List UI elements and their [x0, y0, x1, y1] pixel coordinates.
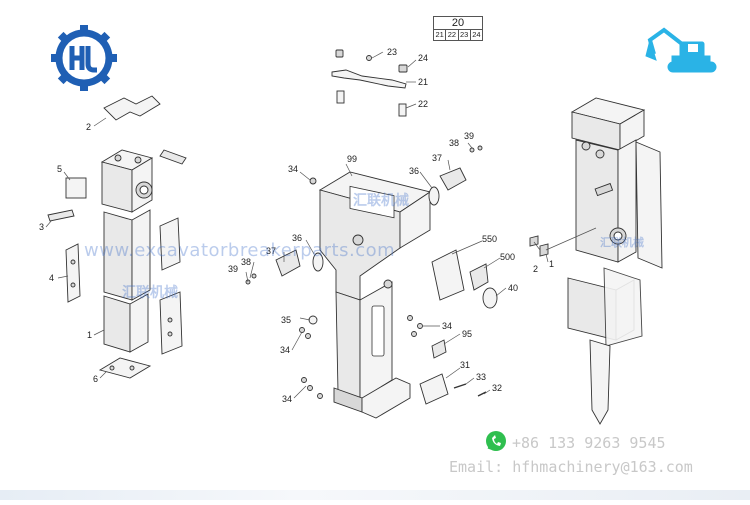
company-logo-icon — [51, 25, 117, 91]
part-ring — [312, 252, 324, 272]
seal-kit-group — [331, 49, 417, 117]
callout-3: 3 — [39, 222, 44, 232]
watermark-brand: 汇联机械 — [122, 285, 178, 301]
callout-38: 38 — [241, 257, 251, 267]
center-bracket-assembly — [245, 142, 507, 419]
callout-37: 37 — [266, 246, 276, 256]
watermark-brand: 汇联机械 — [600, 236, 644, 249]
part-plate — [419, 373, 449, 405]
part-chisel — [589, 339, 611, 425]
callout-4: 4 — [49, 273, 54, 283]
contact-email: Email: hfhmachinery@163.com — [449, 458, 693, 476]
part-side-plate — [159, 217, 181, 271]
watermark-url: www.excavatorbreakerparts.com — [84, 240, 396, 261]
callout-550: 550 — [482, 234, 497, 244]
part-body-front — [101, 161, 133, 213]
part-handle — [469, 263, 489, 291]
callout-36: 36 — [292, 233, 302, 243]
callout-99: 99 — [347, 154, 357, 164]
kit-sub-number: 22 — [446, 30, 459, 40]
part-plug — [335, 49, 344, 58]
part-bushing — [308, 315, 318, 325]
part-bracket-leg — [335, 291, 361, 401]
watermark-brand: 汇联机械 — [353, 193, 409, 209]
callout-500: 500 — [500, 252, 515, 262]
callout-2: 2 — [86, 122, 91, 132]
bottom-band — [0, 490, 750, 500]
callout-6: 6 — [93, 374, 98, 384]
callout-1: 1 — [549, 259, 554, 269]
callout-40: 40 — [508, 283, 518, 293]
callout-35: 35 — [281, 315, 291, 325]
part-pin — [47, 209, 75, 222]
part-bracket-small — [431, 339, 447, 359]
part-pin — [159, 149, 187, 165]
callout-39: 39 — [464, 131, 474, 141]
callout-38: 38 — [449, 138, 459, 148]
callout-34: 34 — [288, 164, 298, 174]
part-ring — [428, 186, 440, 206]
kit-sub-number: 23 — [459, 30, 471, 40]
kit-sub-number: 24 — [472, 30, 481, 39]
callout-labels: 2 5 3 4 1 6 23 24 21 22 99 39 38 37 36 3… — [39, 47, 554, 404]
part-clamp — [275, 249, 301, 277]
callout-24: 24 — [418, 53, 428, 63]
part-plug — [398, 64, 408, 73]
part-cover — [431, 249, 465, 301]
whatsapp-icon — [486, 431, 506, 451]
callout-36: 36 — [409, 166, 419, 176]
callout-32: 32 — [492, 383, 502, 393]
part-disc — [482, 287, 498, 309]
callout-1: 1 — [87, 330, 92, 340]
callout-39: 39 — [228, 264, 238, 274]
part-clamp — [439, 167, 467, 191]
part-side-plate — [635, 141, 663, 269]
part-bolt-small — [366, 55, 372, 61]
part-base-plate — [98, 357, 152, 379]
part-plate — [331, 69, 407, 89]
callout-34: 34 — [282, 394, 292, 404]
callout-2: 2 — [533, 264, 538, 274]
callout-21: 21 — [418, 77, 428, 87]
callout-5: 5 — [57, 164, 62, 174]
part-top-cover — [103, 95, 161, 121]
part-side-plate — [65, 243, 81, 303]
callout-33: 33 — [476, 372, 486, 382]
contact-phone: +86 133 9263 9545 — [512, 434, 666, 452]
callout-23: 23 — [387, 47, 397, 57]
part-bolt — [336, 90, 345, 104]
kit-reference-box: 20 21 22 23 24 — [433, 16, 483, 41]
excavator-icon — [645, 27, 717, 73]
callout-31: 31 — [460, 360, 470, 370]
left-breaker-assembly — [45, 95, 187, 379]
callout-34: 34 — [442, 321, 452, 331]
callout-22: 22 — [418, 99, 428, 109]
part-side-plate — [159, 291, 183, 355]
part-wear-plate — [65, 177, 87, 199]
part-bolt — [398, 103, 407, 117]
right-breaker-assembly — [529, 97, 663, 425]
kit-sub-number: 21 — [434, 30, 447, 40]
callout-37: 37 — [432, 153, 442, 163]
callout-95: 95 — [462, 329, 472, 339]
kit-main-number: 20 — [434, 17, 482, 30]
callout-34: 34 — [280, 345, 290, 355]
